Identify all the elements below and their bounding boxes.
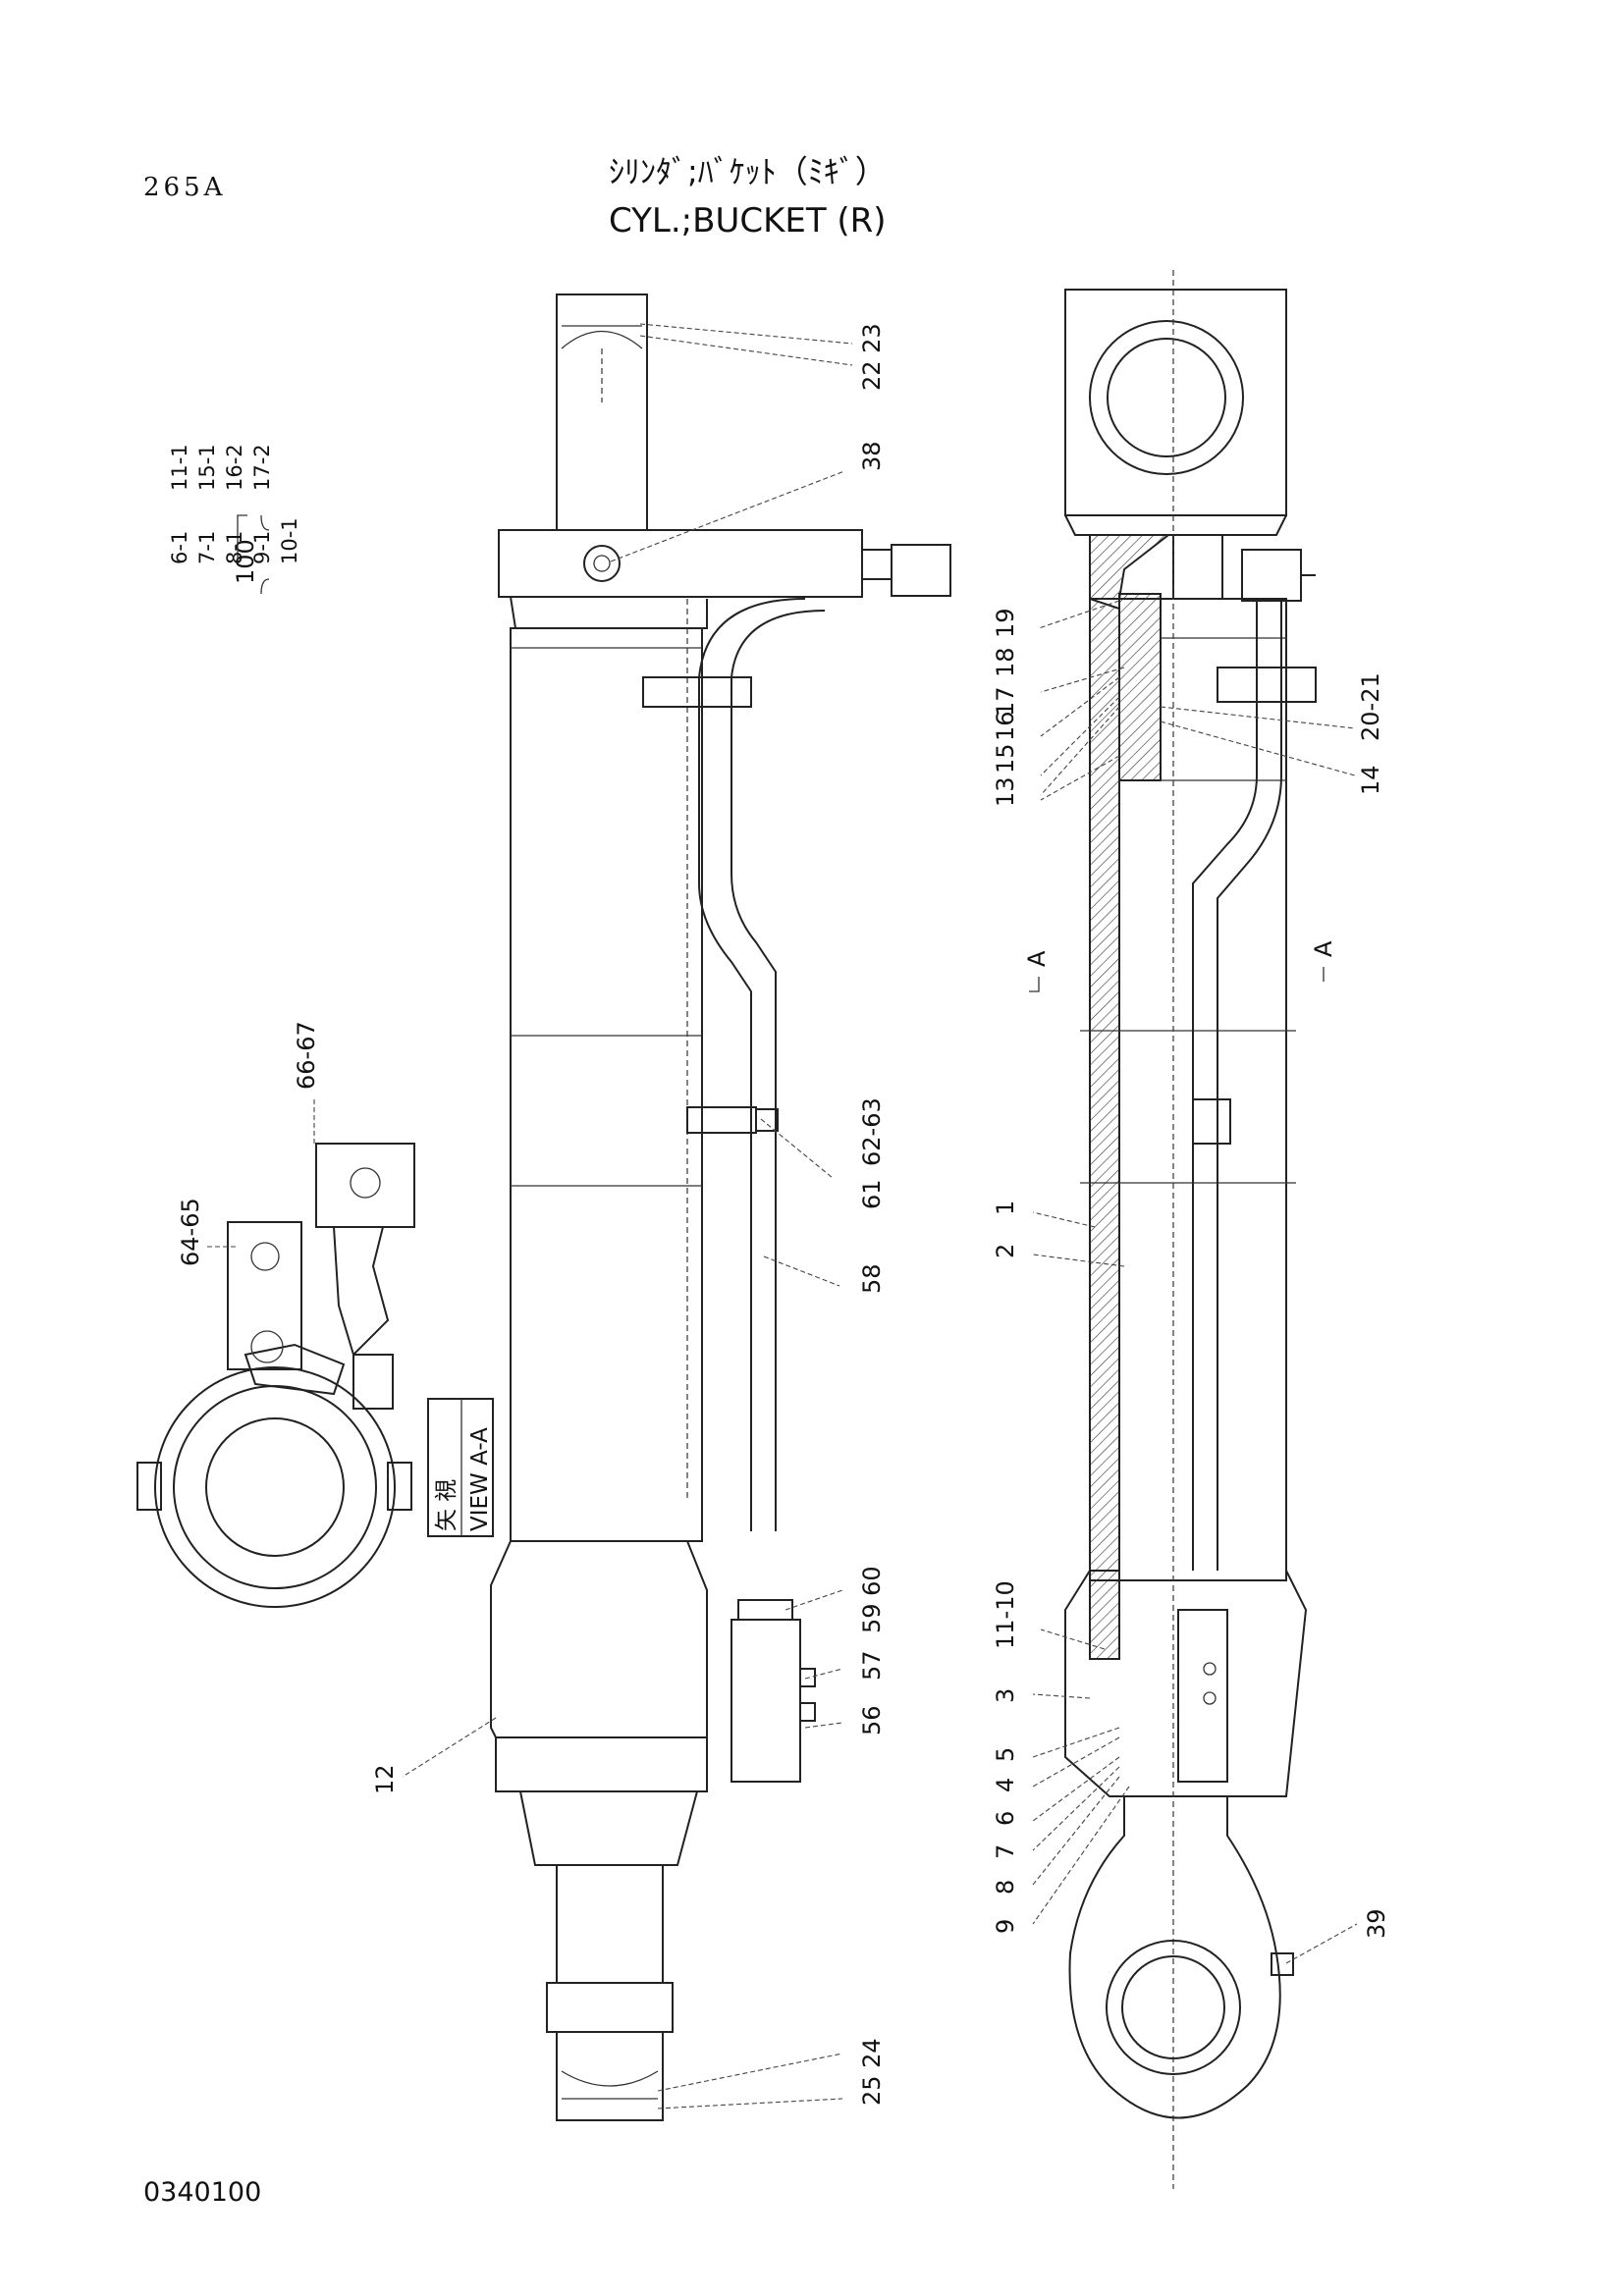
callout-14: 14 [1357, 765, 1384, 795]
group-item: 6-1 [168, 531, 191, 564]
group-bracket [237, 514, 247, 560]
group-item: 9-1 [250, 531, 274, 564]
callout-1: 1 [992, 1201, 1019, 1215]
callout-18: 18 [992, 647, 1019, 677]
page-code: 265A [143, 173, 227, 202]
callout-11-10: 11-10 [992, 1580, 1019, 1649]
assembly-group: 100 6-1 7-1 8-1 9-1 10-1 11-1 15-1 16-2 … [168, 444, 301, 595]
group-item: 11-1 [168, 444, 191, 491]
callout-20-21: 20-21 [1357, 672, 1384, 741]
callout-61: 61 [858, 1179, 886, 1209]
callout-57: 57 [858, 1650, 886, 1681]
view-label-en: VIEW A-A [467, 1427, 493, 1531]
callout-labels: 22 23 38 62-63 61 58 59 60 57 56 12 25 2… [177, 323, 1390, 2106]
group-item: 17-2 [250, 444, 274, 491]
callout-59-60: 59 60 [858, 1566, 886, 1633]
callout-13: 13 [992, 776, 1019, 807]
callout-56: 56 [858, 1705, 886, 1735]
callout-17: 17 [992, 686, 1019, 717]
group-item: 16-2 [223, 444, 246, 491]
section-arrow-left [1029, 977, 1040, 992]
view-a-a-detail [136, 1143, 415, 1608]
callout-22-23: 22 23 [858, 323, 886, 391]
callout-5: 5 [992, 1747, 1019, 1762]
group-brace [260, 514, 270, 595]
callout-15: 15 [992, 743, 1019, 774]
group-label-100: 100 [232, 539, 259, 584]
group-item: 8-1 [223, 531, 246, 564]
group-item: 10-1 [278, 517, 301, 564]
section-marker-left: A [1023, 950, 1051, 967]
callout-6: 6 [992, 1811, 1019, 1826]
cylinder-section-view [1064, 270, 1317, 2189]
title-japanese: ｼﾘﾝﾀﾞ;ﾊﾞｹｯﾄ（ﾐｷﾞ） [609, 153, 887, 190]
callout-16: 16 [992, 711, 1019, 741]
callout-64-65: 64-65 [177, 1198, 204, 1266]
callout-39: 39 [1363, 1908, 1390, 1939]
view-label-jp: 矢 視 [434, 1479, 460, 1531]
callout-58: 58 [858, 1263, 886, 1294]
callout-2: 2 [992, 1244, 1019, 1258]
callout-12: 12 [371, 1764, 399, 1794]
drawing-number: 0340100 [143, 2177, 262, 2208]
cylinder-external-view [490, 294, 951, 2121]
title-english: CYL.;BUCKET (R) [609, 201, 887, 240]
callout-25-24: 25 24 [858, 2038, 886, 2106]
group-item: 15-1 [195, 444, 219, 491]
callout-3: 3 [992, 1688, 1019, 1703]
callout-8: 8 [992, 1880, 1019, 1895]
callout-66-67: 66-67 [293, 1021, 320, 1090]
view-label-box: 矢 視 VIEW A-A [427, 1398, 494, 1537]
callout-19: 19 [992, 608, 1019, 638]
leader-lines [206, 323, 1358, 2109]
callout-7: 7 [992, 1844, 1019, 1859]
callout-4: 4 [992, 1778, 1019, 1792]
section-marker-right: A [1310, 940, 1337, 957]
group-item: 7-1 [195, 531, 219, 564]
callout-9: 9 [992, 1919, 1019, 1934]
callout-62-63: 62-63 [858, 1097, 886, 1166]
callout-38: 38 [858, 441, 886, 471]
